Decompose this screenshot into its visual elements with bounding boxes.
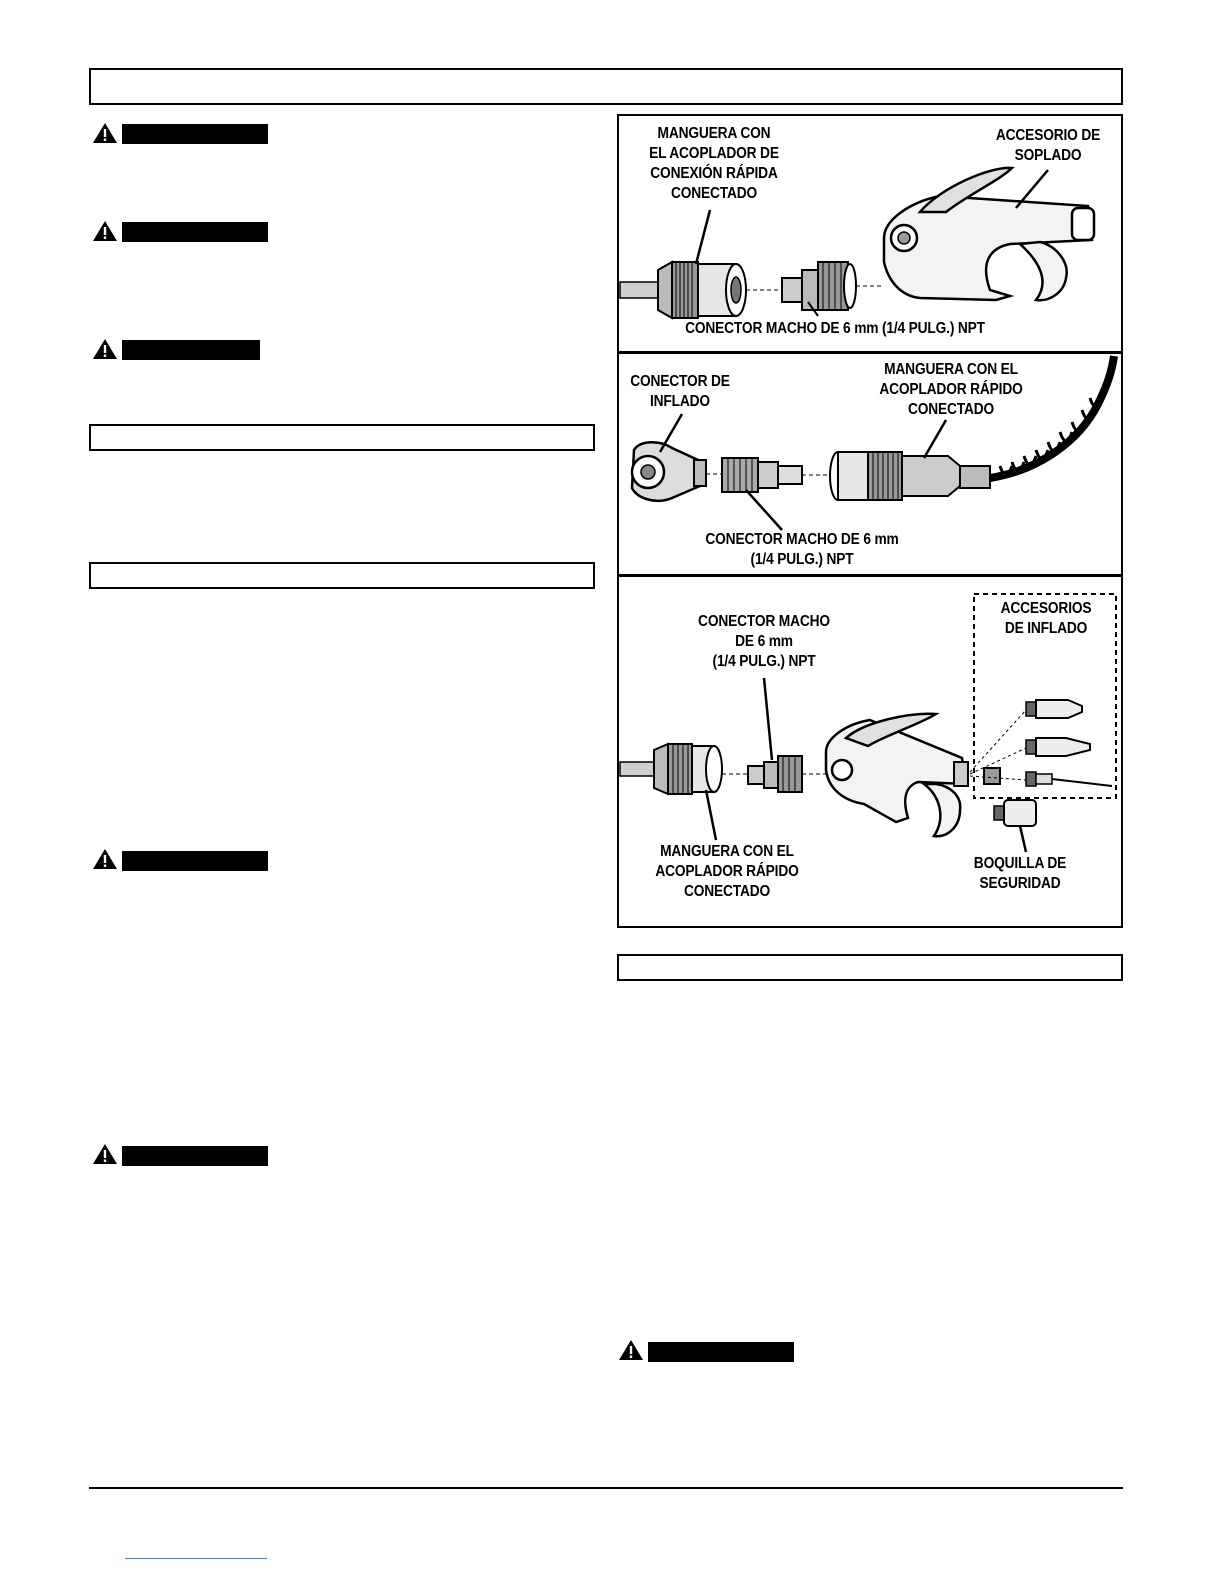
footer-rule [89,1487,1123,1489]
warning-banner [122,124,268,144]
panel2-hose-label: MANGUERA CON EL ACOPLADOR RÁPIDO CONECTA… [879,361,1023,418]
warning-banner [122,1146,268,1166]
section-header-box [89,562,595,589]
panel3-hose-label: MANGUERA CON EL ACOPLADOR RÁPIDO CONECTA… [655,843,799,900]
panel1-blow-accessory-label: ACCESORIO DE SOPLADO [995,127,1101,164]
warning-triangle-icon [93,849,117,869]
figure-divider [617,574,1123,577]
section-header-box [89,424,595,451]
warning-banner [122,851,268,871]
warning-triangle-icon [93,339,117,359]
panel1-connector-label: CONECTOR MACHO DE 6 mm (1/4 PULG.) NPT [685,320,985,337]
warning-banner [122,340,260,360]
figure-frame [617,114,1123,928]
panel3-safety-nozzle-label: BOQUILLA DE SEGURIDAD [973,855,1067,892]
warning-triangle-icon [619,1340,643,1360]
section-header-box [617,954,1123,981]
page-header-box [89,68,1123,105]
panel2-connector-label: CONECTOR MACHO DE 6 mm (1/4 PULG.) NPT [705,531,899,568]
panel1-hose-label: MANGUERA CON EL ACOPLADOR DE CONEXIÓN RÁ… [649,125,779,202]
panel3-connector-label: CONECTOR MACHO DE 6 mm (1/4 PULG.) NPT [698,613,830,670]
panel2-inflate-connector-label: CONECTOR DE INFLADO [630,373,730,410]
warning-banner [122,222,268,242]
warning-triangle-icon [93,1144,117,1164]
figure-divider [617,351,1123,354]
warning-banner [648,1342,794,1362]
footer-link-underline[interactable] [125,1558,267,1559]
panel3-accessories-label: ACCESORIOS DE INFLADO [1000,600,1092,637]
warning-triangle-icon [93,221,117,241]
warning-triangle-icon [93,123,117,143]
